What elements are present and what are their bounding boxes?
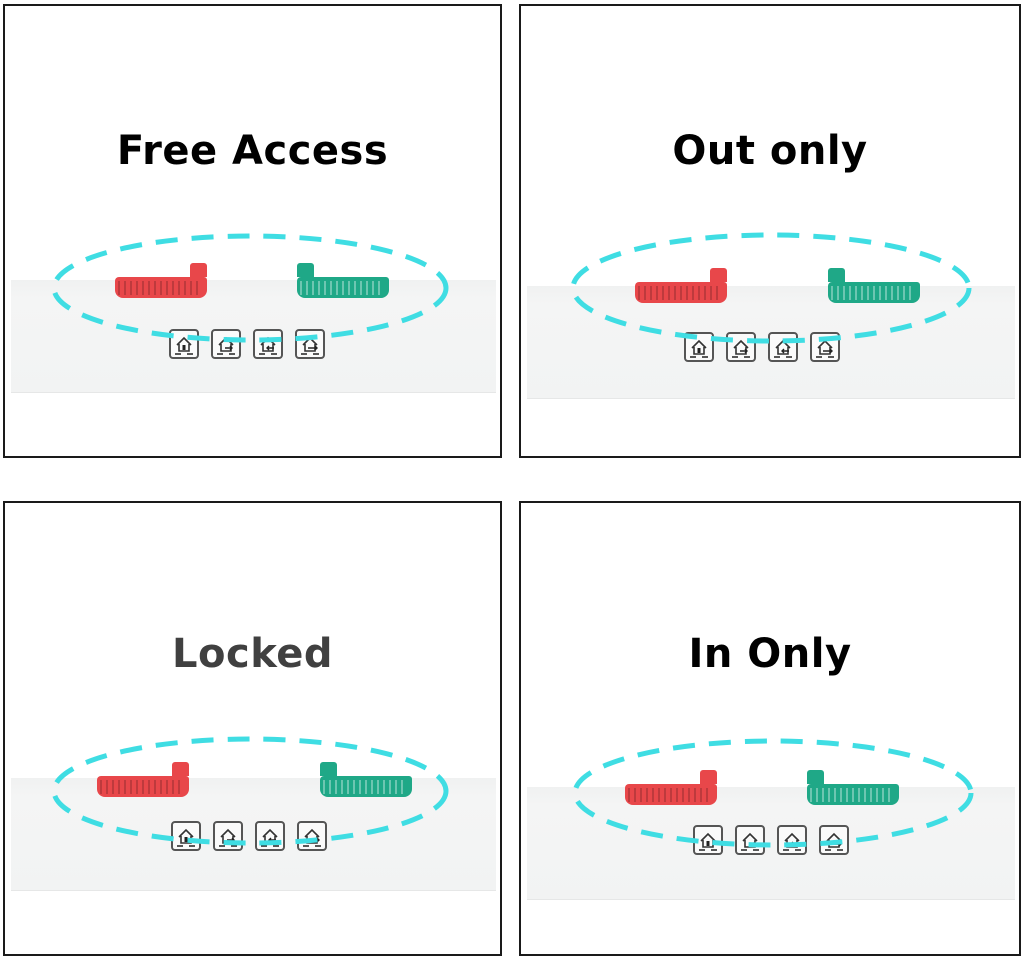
mode-title: In Only xyxy=(688,631,852,677)
home-lock-icon xyxy=(169,329,199,359)
green-lock-slider[interactable] xyxy=(320,762,412,797)
mode-icons xyxy=(693,825,849,855)
green-lock-slider[interactable] xyxy=(297,263,389,298)
mode-icons xyxy=(171,821,327,851)
mode-title: Out only xyxy=(672,128,868,174)
red-lock-slider[interactable] xyxy=(115,263,207,298)
panel-in-only: In Only xyxy=(519,501,1021,956)
red-lock-slider[interactable] xyxy=(635,268,727,303)
home-arrow-in-icon xyxy=(726,332,756,362)
home-arrow-out-icon xyxy=(777,825,807,855)
home-arrow-out-icon xyxy=(255,821,285,851)
mode-title: Locked xyxy=(172,631,333,677)
home-arrow-out-icon xyxy=(768,332,798,362)
red-lock-slider[interactable] xyxy=(625,770,717,805)
green-lock-slider[interactable] xyxy=(807,770,899,805)
panel-out-only: Out only xyxy=(519,4,1021,458)
home-arrow-in-icon xyxy=(213,821,243,851)
home-free-icon xyxy=(810,332,840,362)
home-lock-icon xyxy=(684,332,714,362)
panel-free-access: Free Access xyxy=(3,4,502,458)
mode-title: Free Access xyxy=(116,128,389,174)
mode-icons xyxy=(684,332,840,362)
home-arrow-in-icon xyxy=(735,825,765,855)
panel-locked: Locked xyxy=(3,501,502,956)
home-lock-icon xyxy=(171,821,201,851)
home-arrow-in-icon xyxy=(211,329,241,359)
green-lock-slider[interactable] xyxy=(828,268,920,303)
home-free-icon xyxy=(295,329,325,359)
mode-icons xyxy=(169,329,325,359)
home-lock-icon xyxy=(693,825,723,855)
red-lock-slider[interactable] xyxy=(97,762,189,797)
home-arrow-out-icon xyxy=(253,329,283,359)
home-free-icon xyxy=(297,821,327,851)
home-free-icon xyxy=(819,825,849,855)
